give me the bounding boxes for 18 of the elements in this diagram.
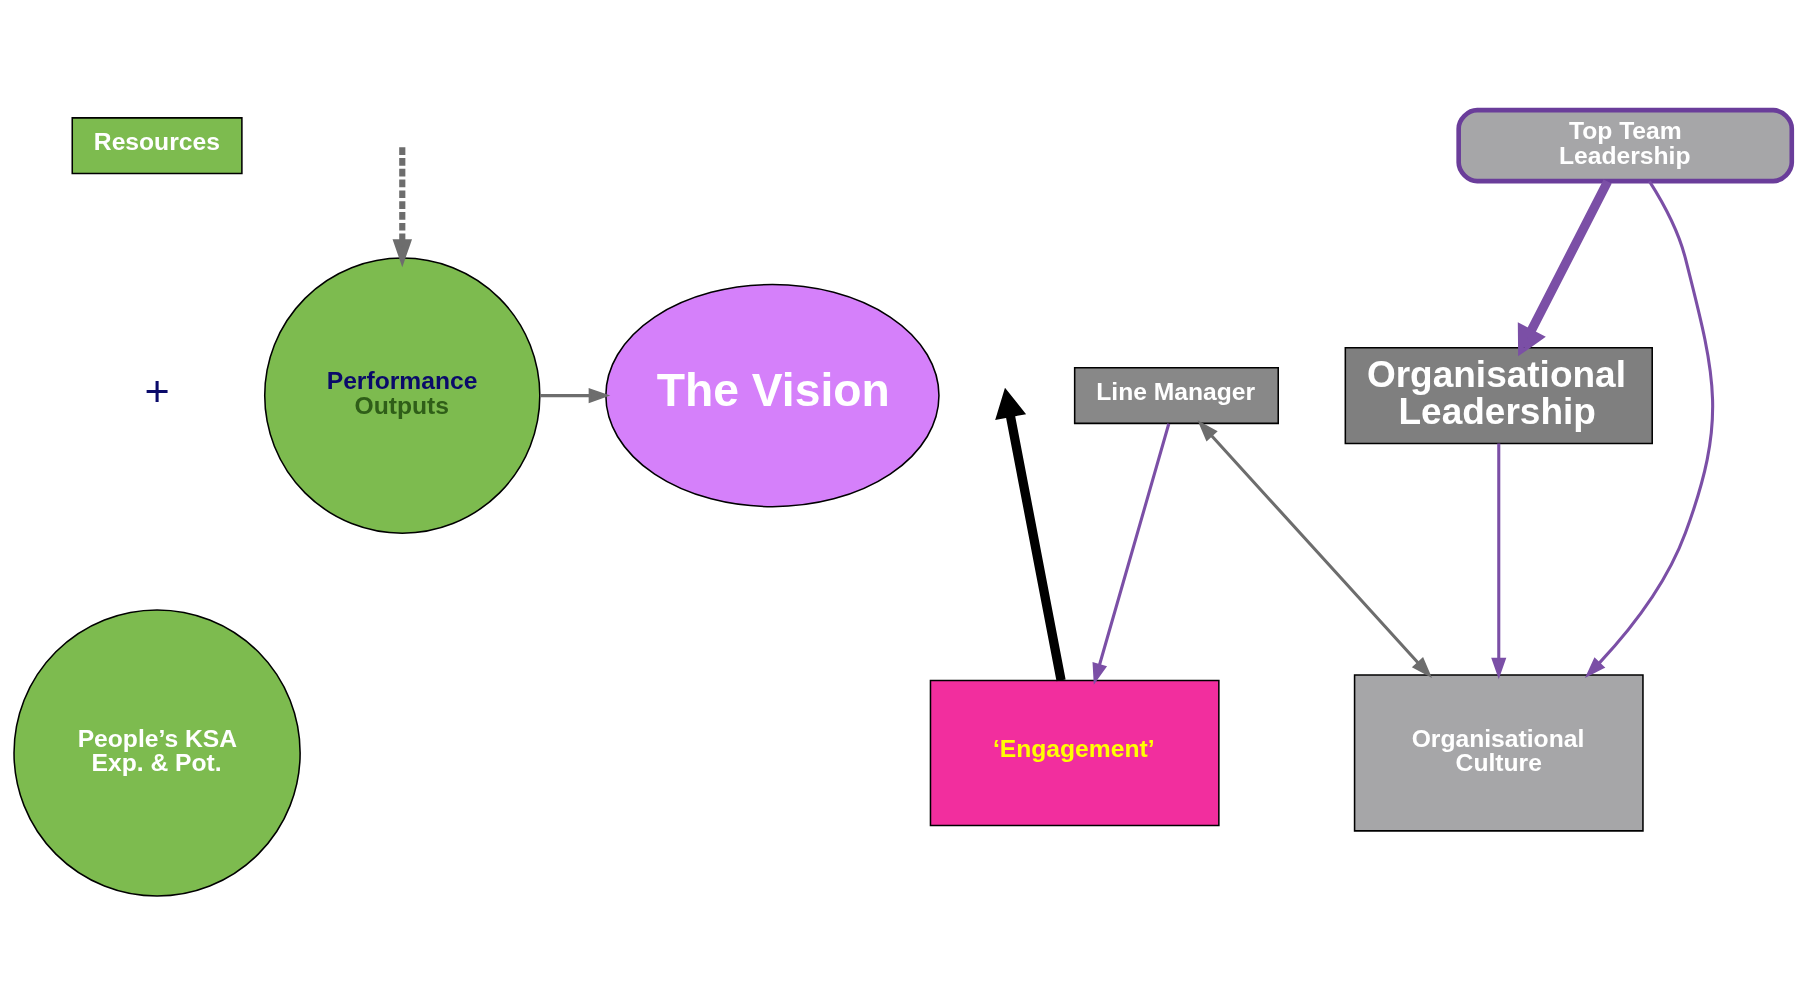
node-box: ‘Engagement’ [929,679,1220,826]
arrow [1584,180,1714,678]
arrow [995,387,1066,681]
arrow [392,146,413,267]
node-box: Resources [71,116,243,174]
node-box: Organisational Leadership [1344,346,1653,444]
arrow [1517,178,1612,356]
node-ellipse: The Vision [605,283,940,507]
label: + [144,366,170,415]
node-circle: People’s KSA Exp. & Pot. [13,608,301,897]
node-box: Line Manager [1073,366,1279,424]
node-box: Organisational Culture [1353,673,1644,832]
node-circle: Performance Outputs [263,256,541,534]
arrow [540,387,611,403]
arrow [1197,419,1433,678]
arrow [1092,422,1171,685]
node-box: Top Team Leadership [1456,107,1795,183]
arrow [1491,443,1507,679]
